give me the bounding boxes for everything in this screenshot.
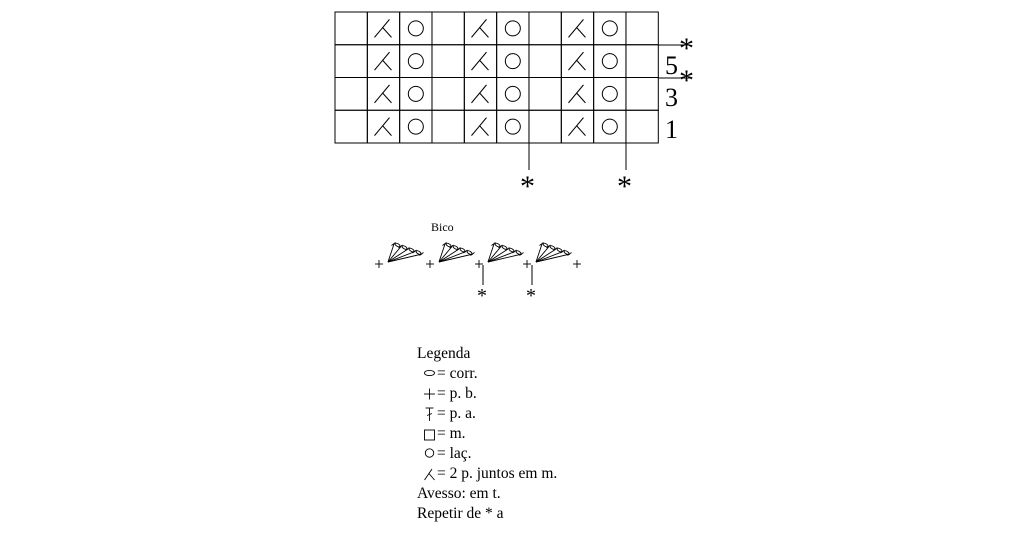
chart-cell xyxy=(334,11,368,46)
shell-stitch-icon xyxy=(387,242,424,263)
chart-cell xyxy=(496,109,530,144)
repeat-marker-bottom-right: * xyxy=(617,170,632,203)
decrease-icon xyxy=(374,84,392,104)
repeat-marker-mid-right: * xyxy=(679,64,694,97)
repeat-marker-bottom-left: * xyxy=(520,170,535,203)
decrease-icon xyxy=(471,117,489,136)
circle-icon xyxy=(504,20,521,37)
chart-cell xyxy=(431,11,465,46)
chart-cell xyxy=(625,44,659,78)
legend-item-corr: = corr. xyxy=(417,364,557,384)
decrease-icon xyxy=(471,51,489,71)
bico-repeat-marker-left: * xyxy=(477,285,487,307)
shell-stitch-icon xyxy=(438,242,475,263)
legend-title: Legenda xyxy=(417,345,471,362)
chart-cell xyxy=(334,44,368,78)
decrease-icon xyxy=(374,117,392,136)
circle-icon xyxy=(504,118,521,135)
chart-cell xyxy=(593,77,627,111)
circle-icon xyxy=(601,85,618,102)
decrease-icon xyxy=(568,19,586,38)
decrease-icon xyxy=(568,51,586,71)
chart-cell xyxy=(496,11,530,46)
circle-icon xyxy=(407,85,424,102)
chart-cell xyxy=(593,109,627,144)
circle-icon xyxy=(407,118,424,135)
chart-cell xyxy=(399,11,433,46)
decrease-icon xyxy=(471,84,489,104)
shell-stitch-icon xyxy=(535,242,572,263)
chart-cell xyxy=(334,77,368,111)
legend-text-pa: = p. a. xyxy=(437,405,476,422)
treble-stitch-icon xyxy=(423,406,436,422)
decrease-icon xyxy=(374,19,392,38)
legend-item-lac: = laç. xyxy=(417,444,557,464)
chart-cell xyxy=(496,44,530,78)
chart-cell xyxy=(334,109,368,144)
chart-cell xyxy=(593,11,627,46)
legend-text-m: = m. xyxy=(437,425,466,442)
legend-text-decrease: = 2 p. juntos em m. xyxy=(437,465,558,482)
square-icon xyxy=(423,426,436,442)
plus-icon xyxy=(426,260,434,268)
circle-icon xyxy=(423,446,436,462)
chart-cell xyxy=(528,11,562,46)
chart-cell xyxy=(431,44,465,78)
chart-cell xyxy=(399,44,433,78)
legend-text-pb: = p. b. xyxy=(437,385,477,402)
circle-icon xyxy=(504,85,521,102)
decrease-icon xyxy=(423,466,436,482)
chart-cell xyxy=(431,109,465,144)
chart-cell xyxy=(431,77,465,111)
repeat-marker-top-right: * xyxy=(679,32,694,65)
oval-icon xyxy=(423,366,436,382)
shell-stitch-icon xyxy=(487,242,524,263)
chart-cell xyxy=(593,44,627,78)
row-number-3: 3 xyxy=(665,83,678,112)
chart-cell xyxy=(528,109,562,144)
plus-icon xyxy=(423,386,436,402)
legend-text-lac: = laç. xyxy=(437,445,472,462)
row-number-1: 1 xyxy=(665,115,678,144)
legend-item-m: = m. xyxy=(417,424,557,444)
bico-edging xyxy=(375,242,581,268)
chart-cell xyxy=(528,44,562,78)
circle-icon xyxy=(601,118,618,135)
circle-icon xyxy=(601,53,618,70)
chart-cell xyxy=(625,11,659,46)
legend-note-avesso: Avesso: em t. xyxy=(417,485,501,502)
circle-icon xyxy=(504,53,521,70)
chart-cell xyxy=(399,77,433,111)
circle-icon xyxy=(407,20,424,37)
knitting-chart-grid xyxy=(334,11,659,144)
bico-repeat-marker-right: * xyxy=(526,285,536,307)
chart-cell xyxy=(496,77,530,111)
legend-text-corr: = corr. xyxy=(437,365,478,382)
legend-note-repeat: Repetir de * a xyxy=(417,505,504,522)
plus-icon xyxy=(573,260,581,268)
circle-icon xyxy=(407,53,424,70)
plus-icon xyxy=(475,260,483,268)
chart-cell xyxy=(625,77,659,111)
bico-title: Bico xyxy=(431,220,454,234)
decrease-icon xyxy=(568,117,586,136)
plus-icon xyxy=(375,260,383,268)
chart-cell xyxy=(625,109,659,144)
circle-icon xyxy=(601,20,618,37)
decrease-icon xyxy=(471,19,489,38)
plus-icon xyxy=(523,260,531,268)
decrease-icon xyxy=(374,51,392,71)
legend-item-decrease: = 2 p. juntos em m. xyxy=(417,464,557,484)
row-number-5: 5 xyxy=(665,51,678,80)
legend-item-pb: = p. b. xyxy=(417,384,557,404)
legend-item-pa: = p. a. xyxy=(417,404,557,424)
decrease-icon xyxy=(568,84,586,104)
chart-cell xyxy=(528,77,562,111)
chart-cell xyxy=(399,109,433,144)
legend: Legenda = corr. = p. b. = p. a. = m. = l… xyxy=(417,344,557,524)
